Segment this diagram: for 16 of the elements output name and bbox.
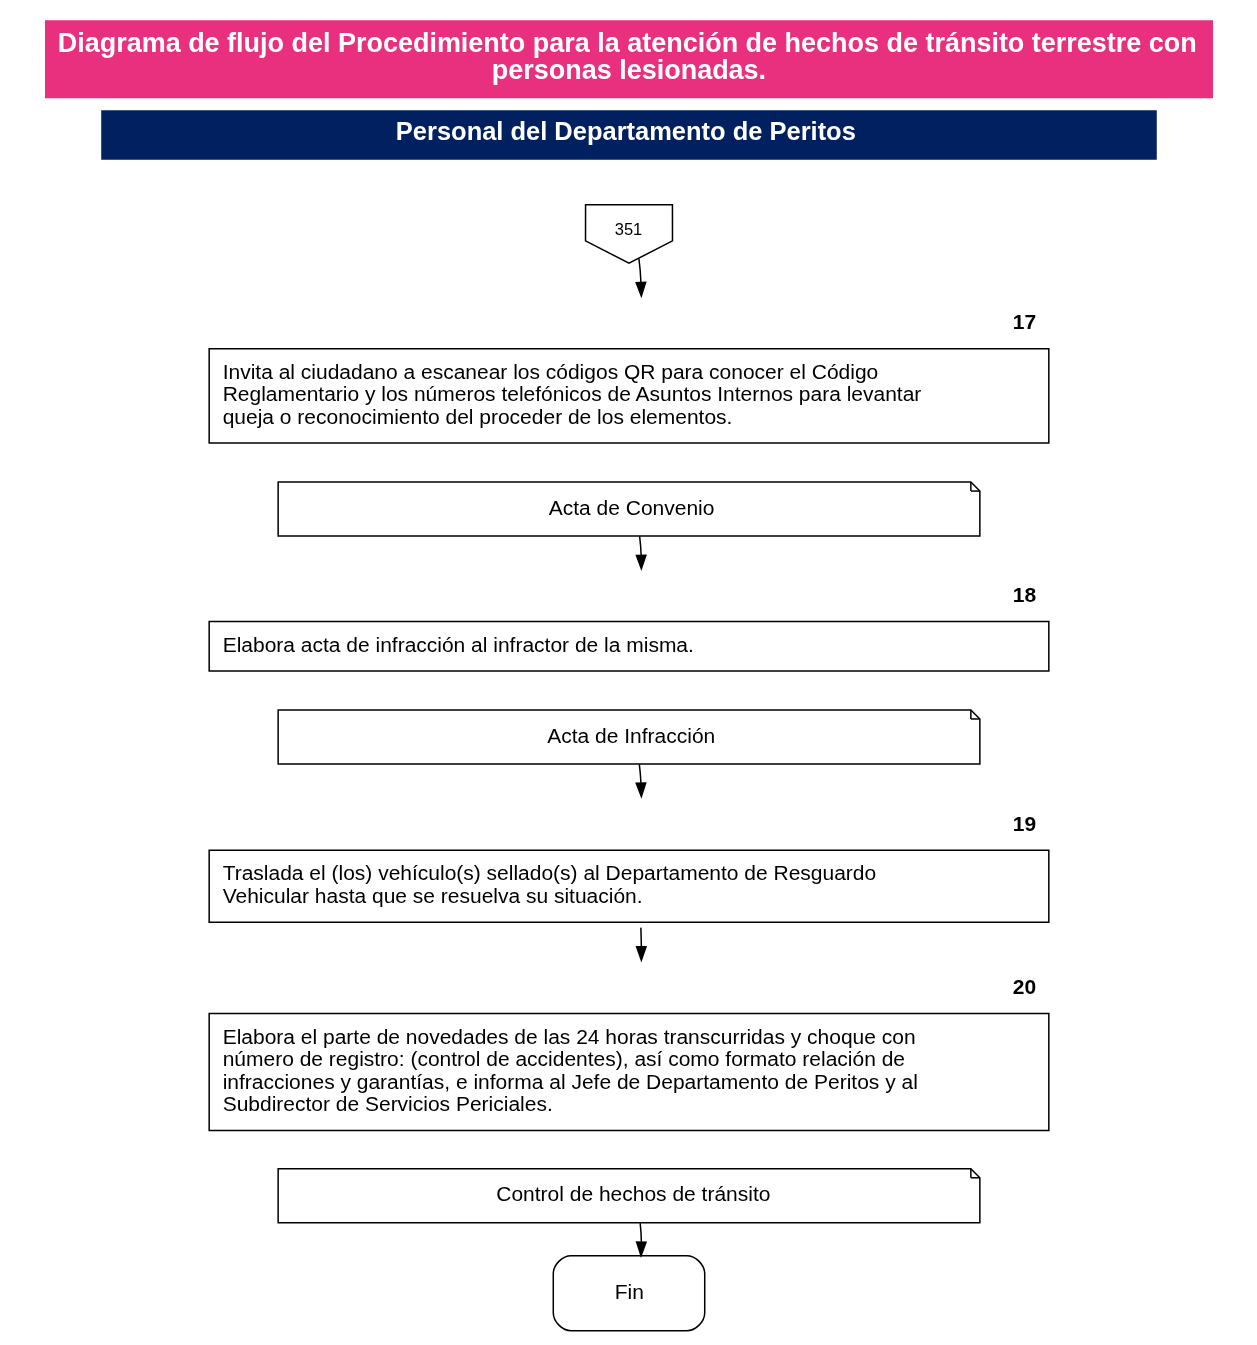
node-label: 18 <box>1012 583 1036 607</box>
node-box: Fin <box>552 1255 705 1332</box>
arrow <box>635 926 647 963</box>
label: Personal del Departamento de Peritos <box>395 117 856 146</box>
node-label: 17 <box>1012 310 1036 334</box>
arrow <box>634 535 647 572</box>
node-label: 19 <box>1012 811 1036 835</box>
node-box: Traslada el (los) vehículo(s) sellado(s) al Departamento de Resguardo Vehicular hasta que se resuelva su situación. <box>207 849 1050 923</box>
node-box: Invita al ciudadano a escanear los códigos QR para conocer el Código Reglamentario y los números telefónicos de Asuntos Internos para levantar queja o reconocimiento del proceder de los elementos. <box>207 347 1050 444</box>
arrow <box>634 763 647 799</box>
arrow <box>635 1222 647 1258</box>
node-box: Elabora acta de infracción al infractor de la misma. <box>207 620 1050 672</box>
diagram-title: Diagrama de flujo del Procedimiento para la atención de hechos de tránsito terrestre con personas lesionadas. <box>57 28 1197 86</box>
arrow <box>634 257 647 299</box>
node-label: 20 <box>1012 975 1036 999</box>
node-box: Elabora el parte de novedades de las 24 horas transcurridas y choque con número de registro: (control de accidentes), así como formato relación de infracciones y garantías, e informa al Jefe de Departamento de Peritos y al Subdirector de Servicios Periciales. <box>207 1012 1050 1132</box>
